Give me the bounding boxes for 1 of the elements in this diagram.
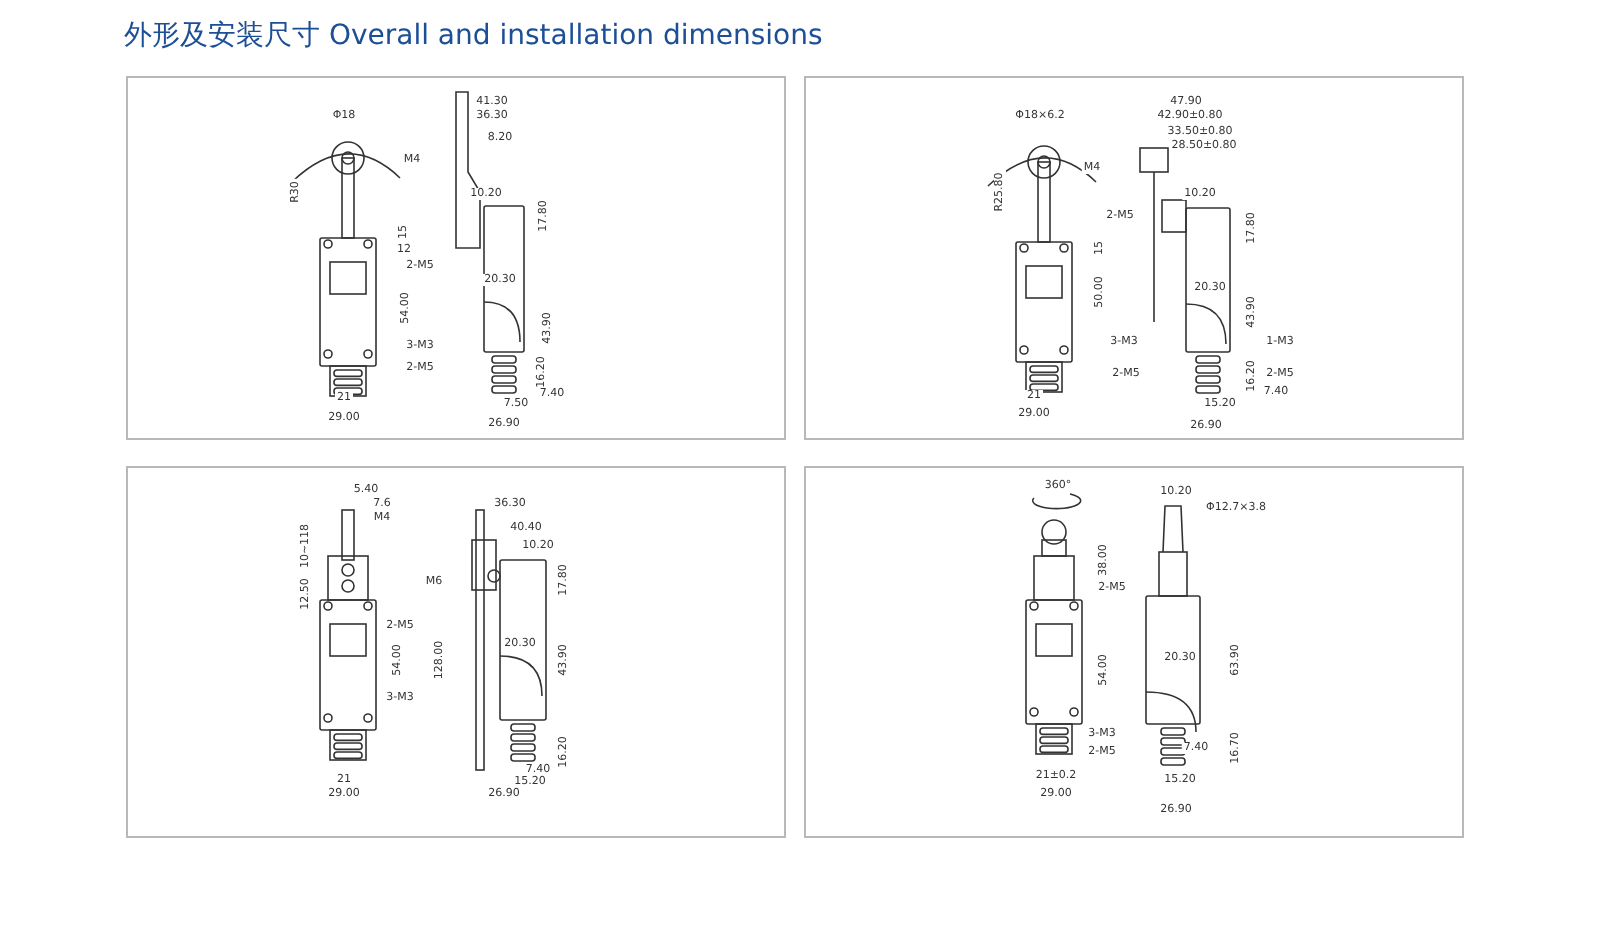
title: 外形及安装尺寸 Overall and installation dimensions bbox=[124, 18, 823, 54]
